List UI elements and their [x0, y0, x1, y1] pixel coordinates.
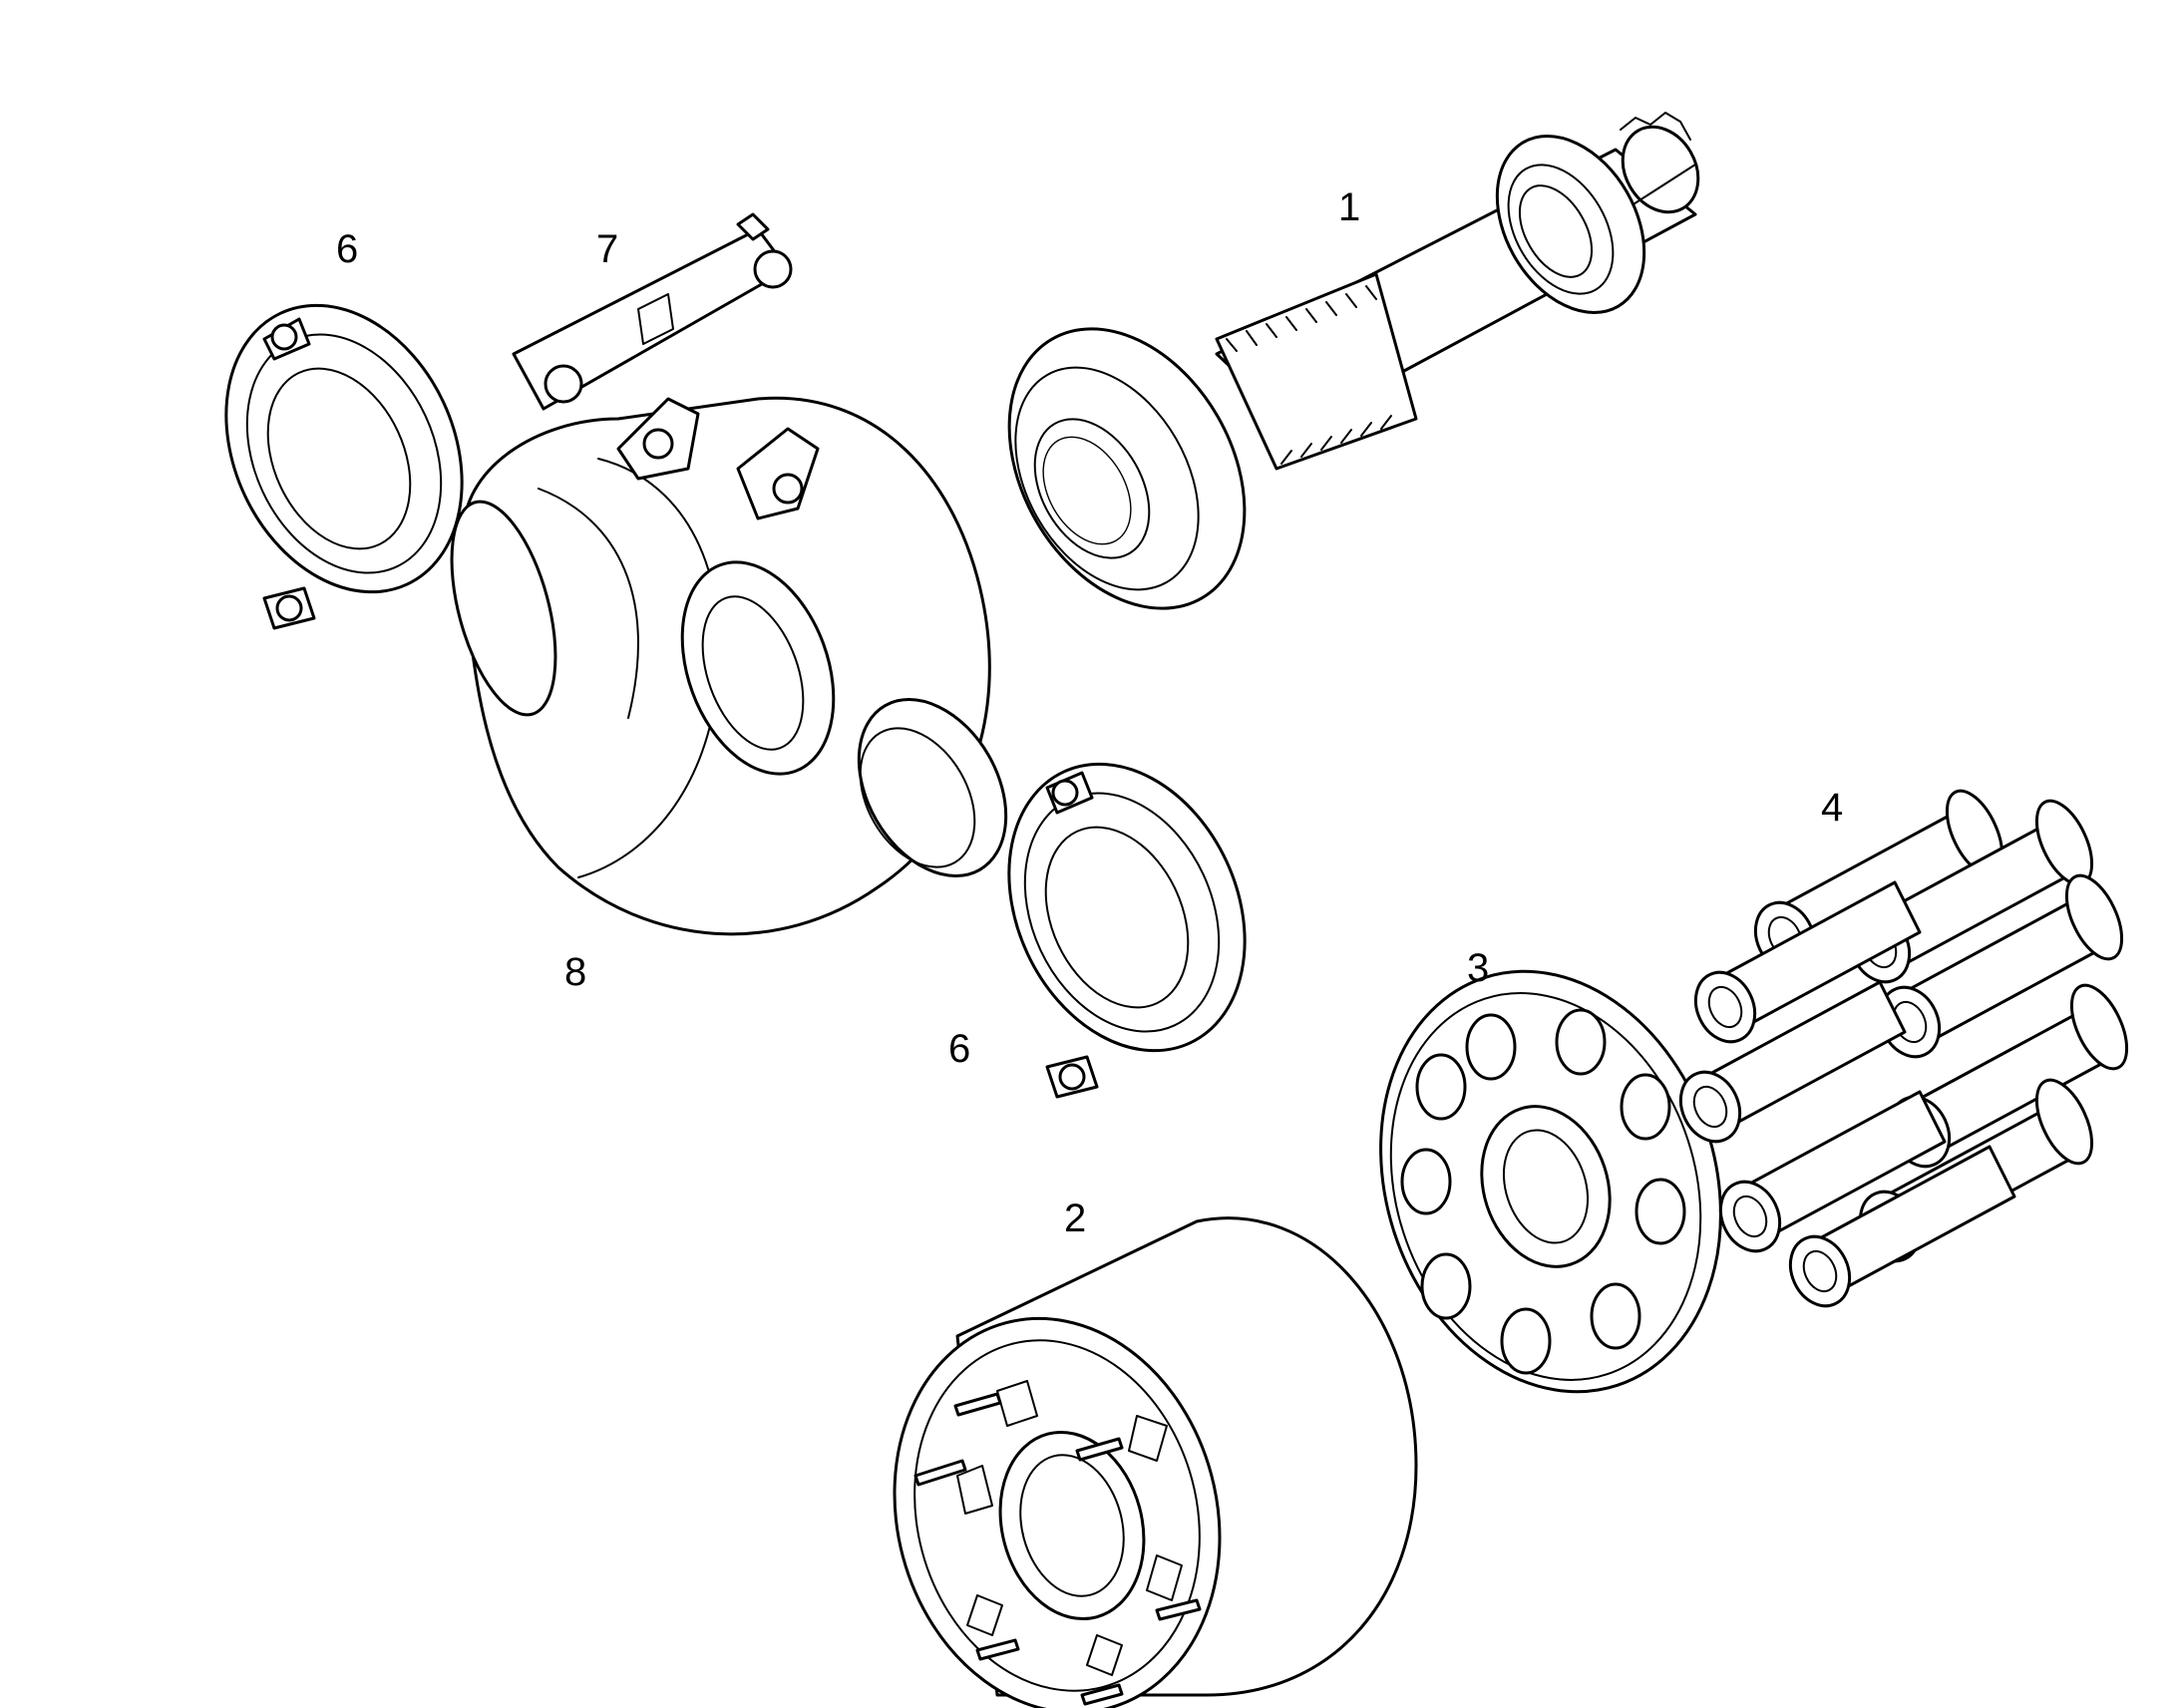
- label-part-4: 4: [1821, 786, 1844, 830]
- shaft-front-bearing: [1007, 327, 1247, 610]
- shaft-spline-section: [1215, 272, 1418, 471]
- piston: [1878, 873, 2124, 1059]
- part-1-drive-shaft: [1007, 112, 1700, 610]
- part-8-swashplate: [450, 396, 1008, 936]
- label-part-6-upper: 6: [336, 227, 359, 271]
- label-part-2: 2: [1064, 1196, 1087, 1240]
- part-6-bearing-lower: [1007, 762, 1247, 1099]
- part-6-bearing-upper: [224, 303, 464, 630]
- retaining-plate-holes: [1400, 1008, 1686, 1375]
- cylinder-block-ports: [956, 1380, 1183, 1676]
- cylinder-block-pins: [913, 1392, 1202, 1706]
- shaft-spline-end: [1620, 112, 1700, 214]
- label-part-3: 3: [1467, 946, 1490, 990]
- piston: [1718, 1090, 1947, 1253]
- piston: [1693, 880, 1922, 1044]
- label-part-6-lower: 6: [948, 1027, 971, 1071]
- piston: [1678, 980, 1907, 1144]
- label-part-8: 8: [564, 950, 587, 994]
- part-4-pistons: [1678, 789, 2129, 1308]
- part-3-retaining-plate: [1379, 969, 1722, 1394]
- piston: [1788, 1145, 2016, 1308]
- shaft-rear-bearing: [1495, 135, 1646, 314]
- part-2-cylinder-block: [893, 1216, 1418, 1708]
- label-part-1: 1: [1338, 185, 1361, 229]
- part-7-lever: [512, 212, 793, 411]
- label-part-7: 7: [596, 227, 619, 271]
